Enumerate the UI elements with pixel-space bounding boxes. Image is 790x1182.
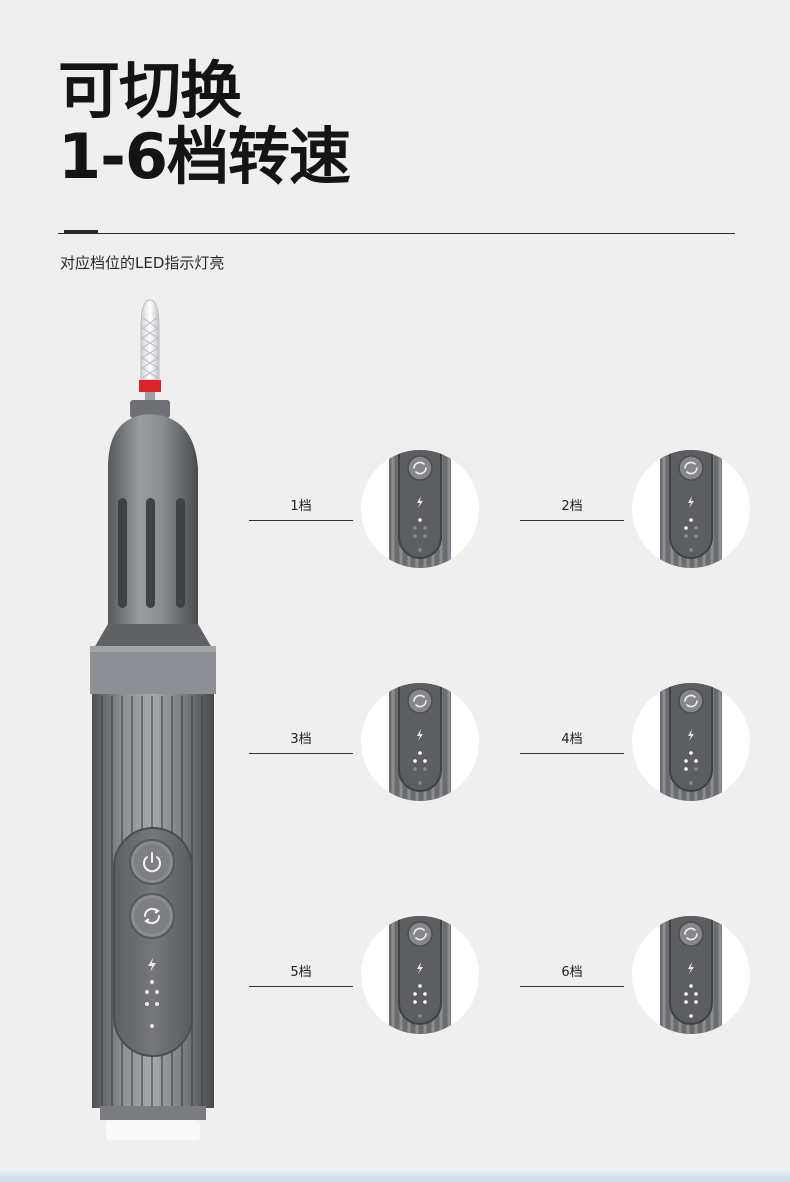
led-dot — [684, 534, 688, 538]
led-dot — [689, 751, 693, 755]
led-dot — [413, 1000, 417, 1004]
speed-label-4: 4档 — [561, 732, 583, 747]
cycle-icon — [684, 927, 698, 941]
speed-thumb-6 — [632, 916, 750, 1034]
cycle-icon — [413, 461, 427, 475]
speed-thumb-1 — [361, 450, 479, 568]
led-dot — [413, 534, 417, 538]
led-dot — [423, 526, 427, 530]
led-dot — [413, 992, 417, 996]
cycle-icon — [684, 461, 698, 475]
speed-label-2: 2档 — [561, 499, 583, 514]
bolt-icon — [688, 962, 694, 974]
speed-label-3: 3档 — [290, 732, 312, 747]
bolt-icon — [688, 729, 694, 741]
speed-thumb-4 — [632, 683, 750, 801]
led-dot — [694, 759, 698, 763]
bolt-icon — [417, 962, 423, 974]
led-dot — [684, 1000, 688, 1004]
speed-line-6 — [520, 986, 624, 987]
bolt-icon — [417, 496, 423, 508]
speed-thumb-3 — [361, 683, 479, 801]
title-line-1: 可切换 — [58, 54, 242, 127]
bolt-icon — [688, 496, 694, 508]
led-dot — [418, 781, 422, 785]
bolt-icon — [148, 958, 156, 972]
bolt-icon — [417, 729, 423, 741]
led-dot — [423, 759, 427, 763]
page-title: 可切换 1-6档转速 — [58, 54, 351, 193]
speed-thumb-art — [389, 683, 451, 801]
led-dot — [689, 781, 693, 785]
speed-thumb-5 — [361, 916, 479, 1034]
speed-line-5 — [249, 986, 353, 987]
divider-accent — [64, 230, 98, 233]
speed-label-5: 5档 — [290, 965, 312, 980]
led-dot — [694, 992, 698, 996]
led-dot — [684, 992, 688, 996]
speed-thumb-art — [660, 683, 722, 801]
led-indicators — [145, 980, 159, 1028]
led-dot — [423, 992, 427, 996]
speed-label-6: 6档 — [561, 965, 583, 980]
speed-thumb-2 — [632, 450, 750, 568]
speed-line-2 — [520, 520, 624, 521]
speed-thumb-art — [389, 916, 451, 1034]
led-dot — [423, 534, 427, 538]
speed-thumb-art — [389, 450, 451, 568]
led-dot — [418, 548, 422, 552]
led-dot — [418, 751, 422, 755]
led-dot — [689, 518, 693, 522]
cycle-icon — [413, 694, 427, 708]
divider — [58, 233, 735, 234]
led-dot — [684, 759, 688, 763]
cycle-icon — [684, 694, 698, 708]
led-dot — [694, 1000, 698, 1004]
led-dot — [423, 1000, 427, 1004]
speed-line-4 — [520, 753, 624, 754]
led-dot — [694, 526, 698, 530]
led-dot — [689, 984, 693, 988]
power-icon[interactable] — [140, 850, 164, 874]
led-dot — [689, 548, 693, 552]
led-dot — [413, 526, 417, 530]
title-line-2: 1-6档转速 — [58, 120, 351, 193]
subtitle: 对应档位的LED指示灯亮 — [60, 254, 225, 272]
speed-line-1 — [249, 520, 353, 521]
led-dot — [694, 767, 698, 771]
cycle-icon — [413, 927, 427, 941]
speed-thumb-art — [660, 916, 722, 1034]
led-dot — [418, 984, 422, 988]
speed-line-3 — [249, 753, 353, 754]
led-dot — [423, 767, 427, 771]
led-dot — [418, 518, 422, 522]
cycle-icon[interactable] — [140, 904, 164, 928]
led-dot — [689, 1014, 693, 1018]
led-dot — [684, 526, 688, 530]
led-dot — [413, 759, 417, 763]
bottom-band — [0, 1168, 790, 1182]
speed-thumb-art — [660, 450, 722, 568]
nail-drill-device — [86, 298, 220, 1148]
led-dot — [418, 1014, 422, 1018]
led-dot — [694, 534, 698, 538]
led-dot — [413, 767, 417, 771]
speed-label-1: 1档 — [290, 499, 312, 514]
led-dot — [684, 767, 688, 771]
